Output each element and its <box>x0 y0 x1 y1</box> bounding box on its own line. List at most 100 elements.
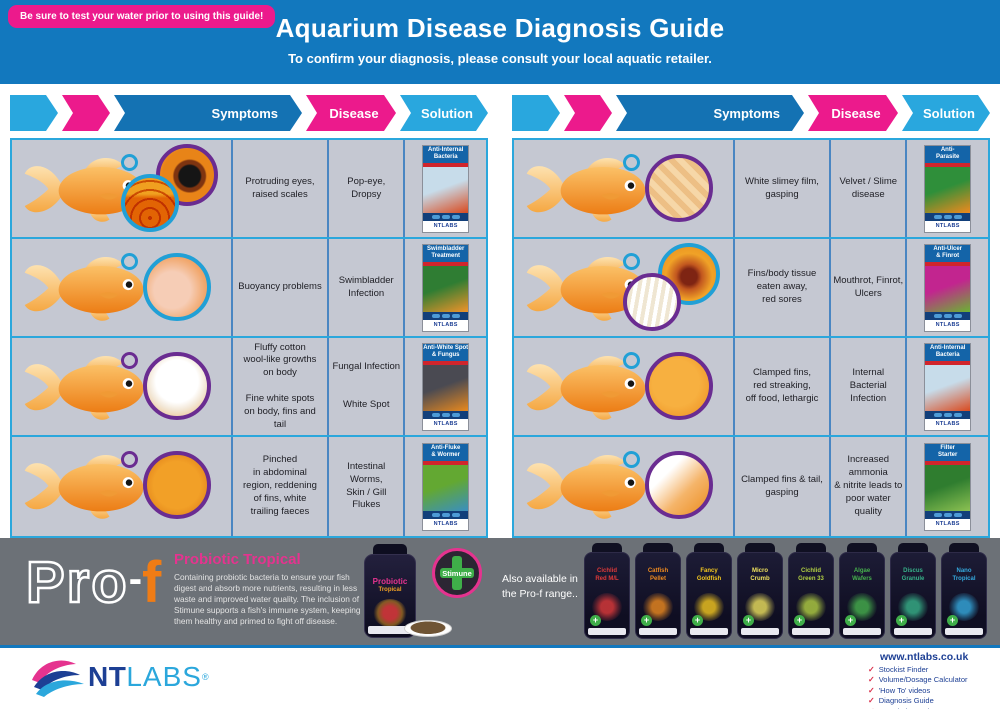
disease-cell: Pop-eye, Dropsy <box>329 140 406 237</box>
prof-range-description: Containing probiotic bacteria to ensure … <box>174 572 361 626</box>
footer-link: ✓ Volume/Dosage Calculator <box>868 675 996 684</box>
food-pellet-dish <box>404 620 452 637</box>
solution-cell: Filter Starter NTLABS <box>907 437 988 536</box>
disease-text: Increased ammonia & nitrite leads to poo… <box>834 454 903 517</box>
arrow-segment <box>512 95 560 131</box>
bottle-label: Micro Crumb <box>750 568 770 582</box>
check-icon: ✓ <box>868 664 875 674</box>
product-name: Anti-Fluke & Wormer <box>423 443 469 461</box>
product-pack: Anti- Parasite NTLABS <box>924 144 972 233</box>
stimune-plus-icon: + <box>947 615 958 626</box>
prof-range-bottle: Nano Tropical + <box>941 543 987 639</box>
goldfish-illustration <box>526 356 646 420</box>
diagnosis-row: Clamped fins, red streaking, off food, l… <box>514 338 988 437</box>
bottle-base-strip <box>368 626 412 634</box>
product-photo <box>423 166 469 213</box>
disease-column-header: Disease <box>306 95 396 131</box>
diagnosis-row: Protruding eyes, raised scales Pop-eye, … <box>12 140 486 239</box>
goldfish-illustration <box>526 158 646 222</box>
solution-cell: Anti-Ulcer & Finrot NTLABS <box>907 239 988 336</box>
disease-text: Internal Bacterial Infection <box>849 367 887 404</box>
bottle-body: Algae Wafers + <box>839 552 885 639</box>
symptoms-cell: White slimey film, gasping <box>735 140 832 237</box>
annotation-circle <box>623 153 641 171</box>
bottle-body: Fancy Goldfish + <box>686 552 732 639</box>
fish-photo-cell <box>514 239 735 336</box>
bottle-base-strip <box>741 628 779 635</box>
bottle-label: Discus Granule <box>901 568 925 582</box>
prof-range-bottles: Cichlid Red M/L + Catfish Pellet + Fancy… <box>584 543 987 639</box>
product-dose-strip <box>925 410 971 419</box>
product-name: Anti-Internal Bacteria <box>423 145 469 163</box>
annotation-circle <box>623 252 641 270</box>
product-photo <box>423 464 469 511</box>
footer-divider <box>0 645 1000 648</box>
solution-cell: Swimbladder Treatment NTLABS <box>405 239 486 336</box>
annotation-circle <box>121 351 139 369</box>
bottle-body: Micro Crumb + <box>737 552 783 639</box>
bottle-body: Cichlid Green 33 + <box>788 552 834 639</box>
check-icon: ✓ <box>868 675 875 684</box>
product-photo <box>423 364 469 411</box>
product-name: Swimbladder Treatment <box>423 244 469 262</box>
product-ntlabs-logo: NTLABS <box>925 319 971 331</box>
bottle-label-line1: Probiotic <box>372 577 408 586</box>
symptoms-text: Clamped fins & tail, gasping <box>741 473 823 498</box>
footer-link-label: Stockist Finder <box>878 664 929 674</box>
goldfish-illustration <box>24 455 144 519</box>
stimune-badge: Stimune <box>432 548 482 598</box>
diagnosis-row: Fluffy cotton wool-like growths on body … <box>12 338 486 437</box>
product-name: Anti-White Spot & Fungus <box>423 343 469 361</box>
symptoms-text: Pinched in abdominal region, reddening o… <box>243 454 317 517</box>
product-ntlabs-logo: NTLABS <box>423 518 469 530</box>
solution-cell: Anti-Fluke & Wormer NTLABS <box>405 437 486 536</box>
product-red-stripe <box>423 460 469 465</box>
bottle-label: Catfish Pellet <box>647 568 669 582</box>
prof-range-bottle: Micro Crumb + <box>737 543 783 639</box>
disease-cell: Increased ammonia & nitrite leads to poo… <box>831 437 908 536</box>
magnified-detail-circle <box>645 154 714 222</box>
product-pack: Anti-Fluke & Wormer NTLABS <box>422 442 470 531</box>
symptoms-text: Fluffy cotton wool-like growths on body … <box>243 341 317 430</box>
product-dose-strip <box>925 510 971 519</box>
disease-cell: Intestinal Worms, Skin / Gill Flukes <box>329 437 406 536</box>
bottle-body: Discus Granule + <box>890 552 936 639</box>
product-red-stripe <box>925 460 971 465</box>
symptoms-cell: Clamped fins & tail, gasping <box>735 437 832 536</box>
product-ntlabs-logo: NTLABS <box>423 220 469 232</box>
arrow-segment <box>62 95 110 131</box>
brand-nt: NT <box>88 661 127 692</box>
symptoms-text: Fins/body tissue eaten away, red sores <box>747 268 817 305</box>
product-dose-strip <box>423 311 469 320</box>
prof-promo-band: Pro-f Probiotic Tropical Containing prob… <box>0 538 1000 645</box>
product-name: Anti- Parasite <box>925 145 971 163</box>
goldfish-illustration <box>24 356 144 420</box>
ntlabs-wave-icon <box>32 660 84 697</box>
disease-text: Velvet / Slime disease <box>839 175 898 200</box>
product-red-stripe <box>423 261 469 266</box>
also-available-text: Also available in the Pro-f range.. <box>502 573 578 600</box>
annotation-circle <box>121 153 139 171</box>
magnified-detail-circle <box>143 352 212 420</box>
product-dose-strip <box>423 212 469 221</box>
bottle-label: Cichlid Green 33 <box>798 568 824 582</box>
diagnosis-row: Buoyancy problems Swimbladder Infection … <box>12 239 486 338</box>
product-ntlabs-logo: NTLABS <box>925 220 971 232</box>
disease-cell: Velvet / Slime disease <box>831 140 908 237</box>
magnified-detail-circle <box>623 273 682 331</box>
header: Be sure to test your water prior to usin… <box>0 0 1000 84</box>
bottle-base-strip <box>639 628 677 635</box>
footer-links-block: www.ntlabs.co.uk ✓ Stockist Finder ✓ Vol… <box>868 651 996 709</box>
product-red-stripe <box>423 360 469 365</box>
footer-link-label: 'How To' videos <box>878 685 931 695</box>
bottle-base-strip <box>588 628 626 635</box>
prof-logo: Pro-f <box>25 552 162 613</box>
website-url: www.ntlabs.co.uk <box>880 651 969 663</box>
prof-range-bottle: Algae Wafers + <box>839 543 885 639</box>
bottle-base-strip <box>843 628 881 635</box>
symptoms-text: Protruding eyes, raised scales <box>245 175 315 200</box>
product-dose-strip <box>925 212 971 221</box>
